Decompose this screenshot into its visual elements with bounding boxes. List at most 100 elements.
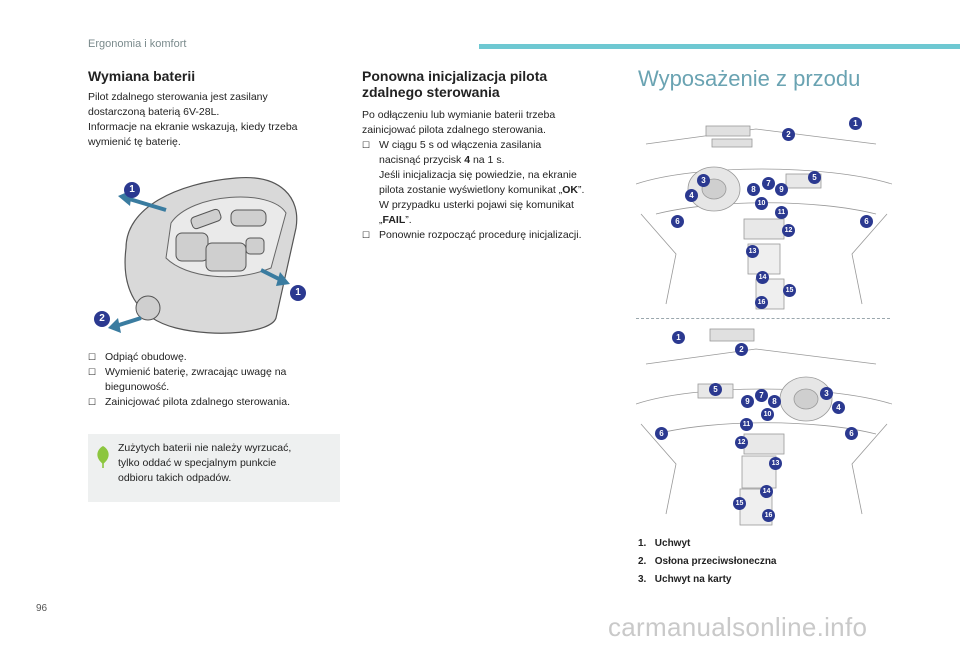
callout-14: 14 xyxy=(756,271,769,284)
col3-title: Wyposażenie z przodu xyxy=(638,66,861,91)
legend-label: Osłona przeciwsłoneczna xyxy=(654,556,777,567)
callout-15: 15 xyxy=(733,497,746,510)
callout-7: 7 xyxy=(762,177,775,190)
callout-2: 2 xyxy=(735,343,748,356)
step-text: Odpiąć obudowę. xyxy=(105,351,187,363)
bullet-icon: ☐ xyxy=(88,367,97,377)
callout-5: 5 xyxy=(808,171,821,184)
callout-6: 6 xyxy=(671,215,684,228)
step-text-line: pilota zostanie wyświetlony komunikat „O… xyxy=(379,183,622,198)
step-text-line: „FAIL”. xyxy=(379,213,622,228)
step-text: nacisnąć przycisk xyxy=(379,154,465,166)
legend-number: 2. xyxy=(638,556,647,567)
col2-title-line: Ponowna inicjalizacja pilota xyxy=(362,68,548,84)
legend-item: 1. Uchwyt xyxy=(638,535,777,553)
callout-4: 4 xyxy=(832,401,845,414)
step-text: Ponownie rozpocząć procedurę inicjalizac… xyxy=(379,229,582,241)
col2-title-line: zdalnego sterowania xyxy=(362,84,500,100)
callout-11: 11 xyxy=(775,206,788,219)
bullet-icon: ☐ xyxy=(88,352,97,362)
step-text: Wymienić baterię, zwracając uwagę na xyxy=(105,366,287,378)
step-item-cont: biegunowość. xyxy=(88,380,343,395)
page-number: 96 xyxy=(36,603,48,614)
callout-6: 6 xyxy=(845,427,858,440)
fig-label-1b: 1 xyxy=(290,285,306,301)
legend-item: 2. Osłona przeciwsłoneczna xyxy=(638,553,777,571)
callout-16: 16 xyxy=(762,509,775,522)
callout-12: 12 xyxy=(735,436,748,449)
callout-14: 14 xyxy=(760,485,773,498)
diagram-separator xyxy=(636,318,890,319)
callout-2: 2 xyxy=(94,311,110,327)
callout-5: 5 xyxy=(709,383,722,396)
callout-11: 11 xyxy=(740,418,753,431)
callout-7: 7 xyxy=(755,389,768,402)
legend-number: 3. xyxy=(638,574,647,585)
message-fail: FAIL xyxy=(382,214,406,226)
callout-3: 3 xyxy=(697,174,710,187)
recycling-note-text: Zużytych baterii nie należy wyrzucać, ty… xyxy=(118,441,333,486)
callout-3: 3 xyxy=(820,387,833,400)
col1-intro-line: Pilot zdalnego sterowania jest zasilany xyxy=(88,91,268,103)
col1-title: Wymiana baterii xyxy=(88,68,196,84)
step-item: ☐ Zainicjować pilota zdalnego sterowania. xyxy=(88,395,343,410)
button-number: 4 xyxy=(464,154,471,166)
callout-8: 8 xyxy=(768,395,781,408)
step-text: Jeśli inicjalizacja się powiedzie, na ek… xyxy=(379,169,577,181)
col1-steps: ☐ Odpiąć obudowę. ☐ Wymienić baterię, zwra… xyxy=(88,350,343,410)
step-text: na 1 s. xyxy=(470,154,505,166)
note-line: tylko oddać w specjalnym punkcie xyxy=(118,457,277,469)
dashboard-diagram-rhd xyxy=(636,328,892,526)
legend-label: Uchwyt xyxy=(654,538,691,549)
callout-9: 9 xyxy=(775,183,788,196)
legend-label: Uchwyt na karty xyxy=(654,574,732,585)
callout-13: 13 xyxy=(769,457,782,470)
legend-item: 3. Uchwyt na karty xyxy=(638,571,777,589)
callout-13: 13 xyxy=(746,245,759,258)
note-line: odbioru takich odpadów. xyxy=(118,472,232,484)
remote-key-illustration xyxy=(108,176,298,334)
col2-body: Po odłączeniu lub wymianie baterii trzeb… xyxy=(362,108,622,243)
step-text: ”. xyxy=(578,184,585,196)
watermark-text: carmanualsonline.info xyxy=(608,612,868,642)
callout-10: 10 xyxy=(761,408,774,421)
callout-6: 6 xyxy=(860,215,873,228)
callout-1: 1 xyxy=(672,331,685,344)
col1-title-block: Wymiana baterii xyxy=(88,68,195,84)
legend-number: 1. xyxy=(638,538,647,549)
callout-1: 1 xyxy=(849,117,862,130)
step-item: ☐ Wymienić baterię, zwracając uwagę na xyxy=(88,365,343,380)
callout-4: 4 xyxy=(685,189,698,202)
callout-10: 10 xyxy=(755,197,768,210)
step-text: W ciągu 5 s od włączenia zasilania xyxy=(379,139,542,151)
eco-leaf-icon xyxy=(97,446,109,468)
callout-6: 6 xyxy=(655,427,668,440)
callout-8: 8 xyxy=(747,183,760,196)
callout-16: 16 xyxy=(755,296,768,309)
bullet-icon: ☐ xyxy=(362,230,371,240)
col1-intro-line: wymienić tę baterię. xyxy=(88,136,181,148)
step-text: ”. xyxy=(405,214,412,226)
col1-intro-line: Informacje na ekranie wskazują, kiedy tr… xyxy=(88,121,298,133)
message-ok: OK xyxy=(562,184,578,196)
callout-9: 9 xyxy=(741,395,754,408)
step-text: pilota zostanie wyświetlony komunikat „ xyxy=(379,184,563,196)
step-item: ☐ Ponownie rozpocząć procedurę inicjaliza… xyxy=(362,228,622,243)
bullet-icon: ☐ xyxy=(88,397,97,407)
step-text: Zainicjować pilota zdalnego sterowania. xyxy=(105,396,291,408)
col2-intro-line: zainicjować pilota zdalnego sterowania. xyxy=(362,124,546,136)
callout-12: 12 xyxy=(782,224,795,237)
callout-2: 2 xyxy=(782,128,795,141)
fig-label-1a: 1 xyxy=(124,182,140,198)
equipment-legend: 1. Uchwyt 2. Osłona przeciwsłoneczna 3. … xyxy=(638,535,777,589)
fig-label-2: 2 xyxy=(94,311,110,327)
section-accent-bar xyxy=(479,44,960,49)
col2-title-block: Ponowna inicjalizacja pilota zdalnego st… xyxy=(362,68,622,100)
step-text: „ xyxy=(379,214,383,226)
col2-intro-line: Po odłączeniu lub wymianie baterii trzeb… xyxy=(362,109,556,121)
callout-15: 15 xyxy=(783,284,796,297)
step-text: biegunowość. xyxy=(105,381,170,393)
callout-1: 1 xyxy=(124,182,140,198)
col1-intro-line: dostarczoną baterią 6V-28L. xyxy=(88,106,220,118)
step-text: W przypadku usterki pojawi się komunikat xyxy=(379,199,574,211)
